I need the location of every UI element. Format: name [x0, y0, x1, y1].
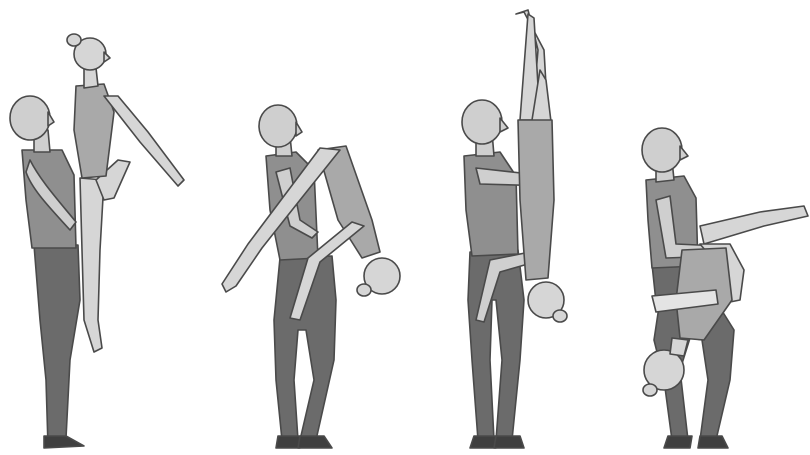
pair-1-female-dancer — [67, 34, 184, 352]
pair-3-female-dancer — [516, 10, 567, 322]
pair-4 — [642, 128, 808, 448]
pair-1 — [10, 34, 184, 448]
pair-1-male-dancer — [10, 96, 84, 448]
pair-3 — [462, 10, 567, 448]
pair-2 — [222, 105, 400, 448]
